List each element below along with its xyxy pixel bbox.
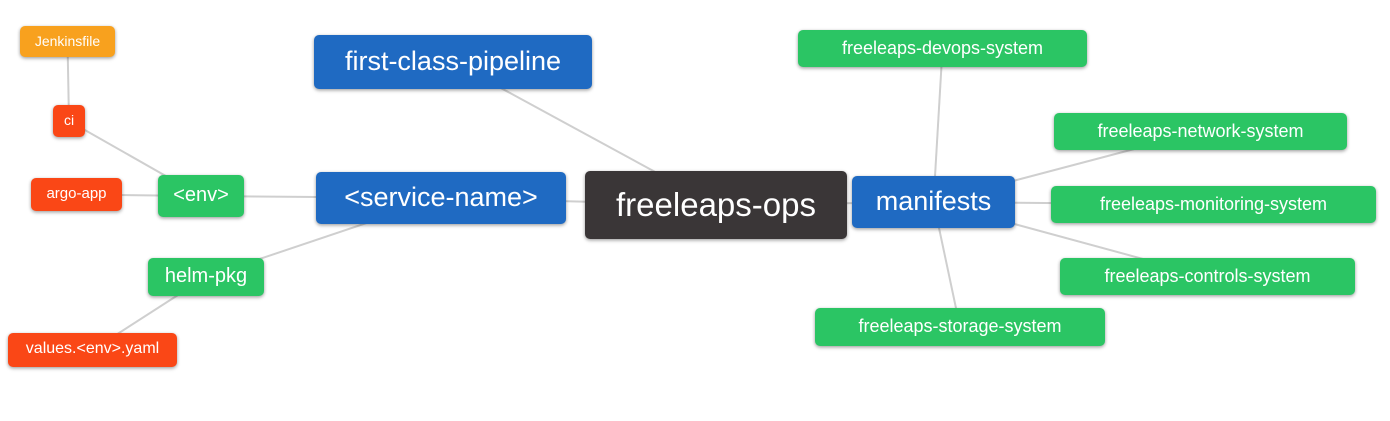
node-label: ci [63, 112, 75, 128]
node-label: Jenkinsfile [34, 32, 101, 49]
node-label: freeleaps-monitoring-system [1099, 193, 1328, 214]
node-helm-pkg[interactable]: helm-pkg [148, 258, 264, 296]
node-label: <service-name> [344, 181, 538, 212]
node-freeleaps-controls-system[interactable]: freeleaps-controls-system [1060, 258, 1355, 295]
node-ci[interactable]: ci [53, 105, 85, 137]
node-label: helm-pkg [164, 265, 248, 287]
node-service-name[interactable]: <service-name> [316, 172, 566, 224]
node-freeleaps-ops[interactable]: freeleaps-ops [585, 171, 847, 239]
node-first-class-pipeline[interactable]: first-class-pipeline [314, 35, 592, 89]
node-label: freeleaps-ops [616, 185, 816, 223]
node-manifests[interactable]: manifests [852, 176, 1015, 228]
node-label: manifests [875, 185, 992, 216]
node-jenkinsfile[interactable]: Jenkinsfile [20, 26, 115, 57]
node-argo-app[interactable]: argo-app [31, 178, 122, 211]
node-label: freeleaps-devops-system [841, 37, 1044, 58]
node-freeleaps-storage-system[interactable]: freeleaps-storage-system [815, 308, 1105, 346]
node-freeleaps-network-system[interactable]: freeleaps-network-system [1054, 113, 1347, 150]
node-label: first-class-pipeline [344, 45, 562, 76]
node-label: argo-app [46, 185, 107, 202]
node-label: freeleaps-controls-system [1104, 265, 1311, 286]
node-label: <env> [173, 184, 229, 206]
node-env[interactable]: <env> [158, 175, 244, 217]
node-label: freeleaps-storage-system [858, 316, 1062, 336]
node-freeleaps-monitoring-system[interactable]: freeleaps-monitoring-system [1051, 186, 1376, 223]
node-label: freeleaps-network-system [1097, 120, 1304, 141]
node-freeleaps-devops-system[interactable]: freeleaps-devops-system [798, 30, 1087, 67]
node-label: values.<env>.yaml [25, 340, 160, 357]
node-values-env-yaml[interactable]: values.<env>.yaml [8, 333, 177, 367]
